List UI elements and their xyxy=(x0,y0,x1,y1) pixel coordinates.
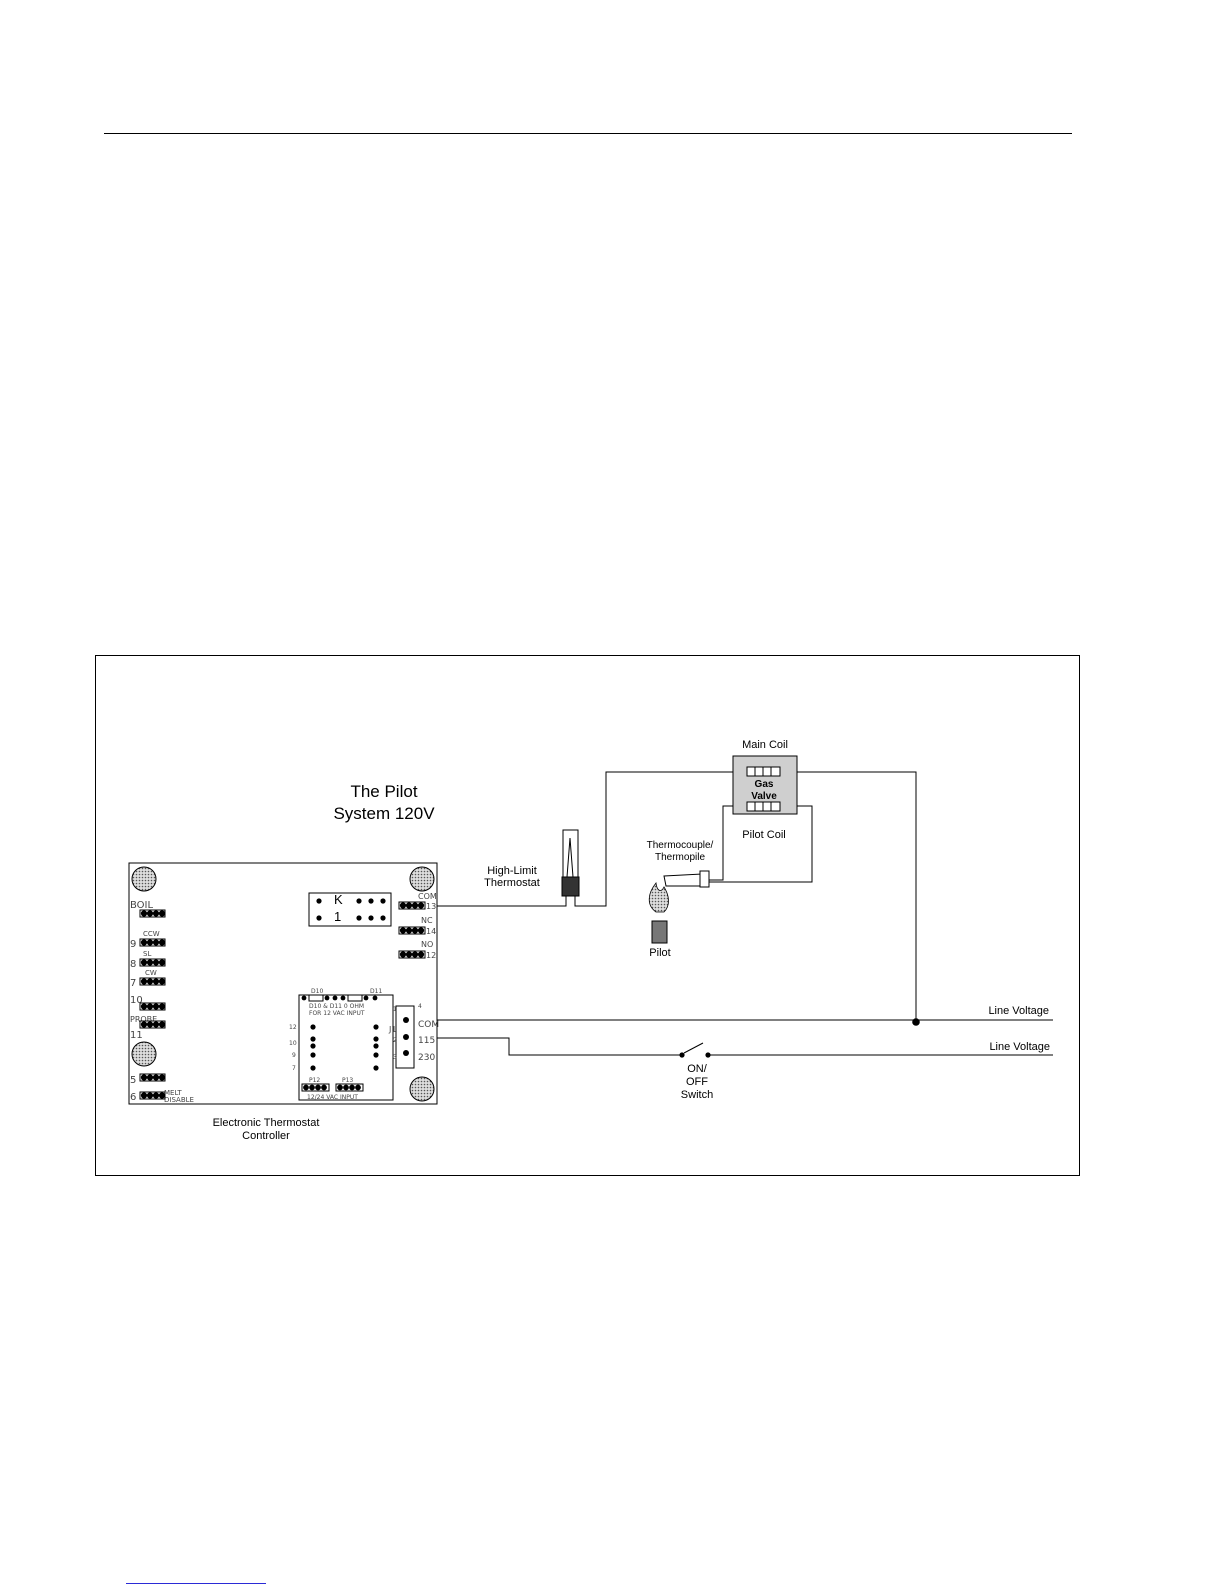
terminal-label-13: 13 xyxy=(426,902,436,911)
sub-board-note-1: D10 & D11 0 OHM xyxy=(309,1003,364,1010)
board-label-disable: DISABLE xyxy=(164,1096,194,1104)
on-off-switch xyxy=(679,1042,711,1058)
diagram-title-line1: The Pilot xyxy=(350,782,417,801)
board-label-melt: MELT xyxy=(164,1089,182,1097)
mount-hole-icon xyxy=(409,866,435,892)
terminal-label-230: 230 xyxy=(418,1053,435,1063)
sub-pin-12: 12 xyxy=(289,1024,297,1031)
sub-pin-9: 9 xyxy=(292,1052,296,1059)
power-pin-4: 4 xyxy=(418,1003,422,1010)
thermocouple-label-line2: Thermopile xyxy=(655,852,705,863)
power-pin-2: 2 xyxy=(393,1037,397,1044)
terminal-label-nc: NC xyxy=(421,916,433,925)
relay-letter: K xyxy=(334,892,343,907)
gas-valve-icon xyxy=(732,755,798,815)
line-voltage-label-2: Line Voltage xyxy=(989,1041,1050,1053)
mount-hole-icon xyxy=(409,1076,435,1102)
j1-label: J1 xyxy=(388,1025,396,1034)
relay-number: 1 xyxy=(334,909,341,924)
mount-hole-icon xyxy=(131,1041,157,1067)
sub-board-note-2: FOR 12 VAC INPUT xyxy=(309,1010,365,1017)
gas-valve-label-line2: Valve xyxy=(751,791,777,802)
board-label-probe: PROBE xyxy=(130,1015,157,1024)
d11-label: D11 xyxy=(370,988,382,995)
thermocouple-label-line1: Thermocouple/ xyxy=(647,840,714,851)
board-label-sl: SL xyxy=(143,950,151,958)
pilot-coil-label: Pilot Coil xyxy=(742,829,785,841)
high-limit-label-line2: Thermostat xyxy=(484,877,540,889)
high-limit-thermostat-icon xyxy=(561,829,580,897)
diagram-frame xyxy=(95,655,1080,1176)
d10-label: D10 xyxy=(311,988,323,995)
p13-label: P13 xyxy=(342,1077,353,1084)
main-coil-label: Main Coil xyxy=(742,739,788,751)
wire-pilot-coil-a xyxy=(709,805,745,881)
terminal-label-com-power: COM xyxy=(418,1020,439,1030)
terminal-label-no: NO xyxy=(421,940,433,949)
p12-label: P12 xyxy=(309,1077,320,1084)
board-label-8: 8 xyxy=(130,959,136,970)
relay-terminals: COM 13 NC 14 NO 12 xyxy=(398,892,437,960)
thermostat-controller-board: BOIL CCW 9 SL 8 CW 7 10 PROBE 11 5 6 MEL… xyxy=(128,862,439,1105)
wire-115-to-switch xyxy=(437,1037,682,1056)
switch-label-line2: OFF xyxy=(686,1076,708,1088)
footer-link-underline xyxy=(126,1583,266,1584)
thermocouple-icon xyxy=(663,870,710,888)
board-label-11: 11 xyxy=(130,1030,143,1041)
wire-com-to-high-limit xyxy=(437,896,567,907)
power-terminal-block: J1 1 2 3 4 COM 115 230 xyxy=(388,1003,439,1069)
switch-label-line3: Switch xyxy=(681,1089,713,1101)
terminal-label-14: 14 xyxy=(426,927,436,936)
gas-valve-label-line1: Gas xyxy=(755,779,774,790)
power-pin-1: 1 xyxy=(393,1006,397,1013)
board-label-9: 9 xyxy=(130,939,136,950)
board-label-5: 5 xyxy=(130,1075,136,1086)
wires xyxy=(437,771,1053,1056)
board-label-boil: BOIL xyxy=(130,900,154,911)
header-rule xyxy=(104,133,1072,134)
controller-label-line1: Electronic Thermostat xyxy=(213,1117,320,1129)
junction-dot xyxy=(912,1018,920,1026)
power-sub-board: D10 D11 D10 & D11 0 OHM FOR 12 VAC INPUT… xyxy=(289,988,394,1101)
terminal-label-115: 115 xyxy=(418,1036,435,1046)
board-label-6: 6 xyxy=(130,1092,136,1103)
board-label-7: 7 xyxy=(130,978,136,989)
high-limit-label-line1: High-Limit xyxy=(487,865,537,877)
board-label-cw: CW xyxy=(145,969,157,977)
wire-high-limit-to-main-coil xyxy=(574,771,733,907)
terminal-label-12: 12 xyxy=(426,951,436,960)
diagram-title-line2: System 120V xyxy=(333,804,435,823)
p-note: 12/24 VAC INPUT xyxy=(307,1094,358,1101)
pilot-burner-icon xyxy=(651,920,668,944)
power-pin-3: 3 xyxy=(393,1054,397,1061)
terminal-label-com-relay: COM xyxy=(418,892,437,901)
left-jumpers xyxy=(139,909,166,1100)
flame-icon xyxy=(648,882,669,913)
relay-k1: K 1 xyxy=(308,892,392,927)
sub-pin-10: 10 xyxy=(289,1040,297,1047)
wire-main-coil-to-junction xyxy=(797,771,917,1022)
board-label-ccw: CCW xyxy=(143,930,160,938)
mount-hole-icon xyxy=(131,866,157,892)
line-voltage-label-1: Line Voltage xyxy=(988,1005,1049,1017)
pilot-label: Pilot xyxy=(649,947,670,959)
wire-pilot-coil-b xyxy=(709,805,813,883)
switch-label-line1: ON/ xyxy=(687,1063,708,1075)
board-label-10: 10 xyxy=(130,995,143,1006)
controller-label-line2: Controller xyxy=(242,1130,290,1142)
sub-pin-7: 7 xyxy=(292,1065,296,1072)
